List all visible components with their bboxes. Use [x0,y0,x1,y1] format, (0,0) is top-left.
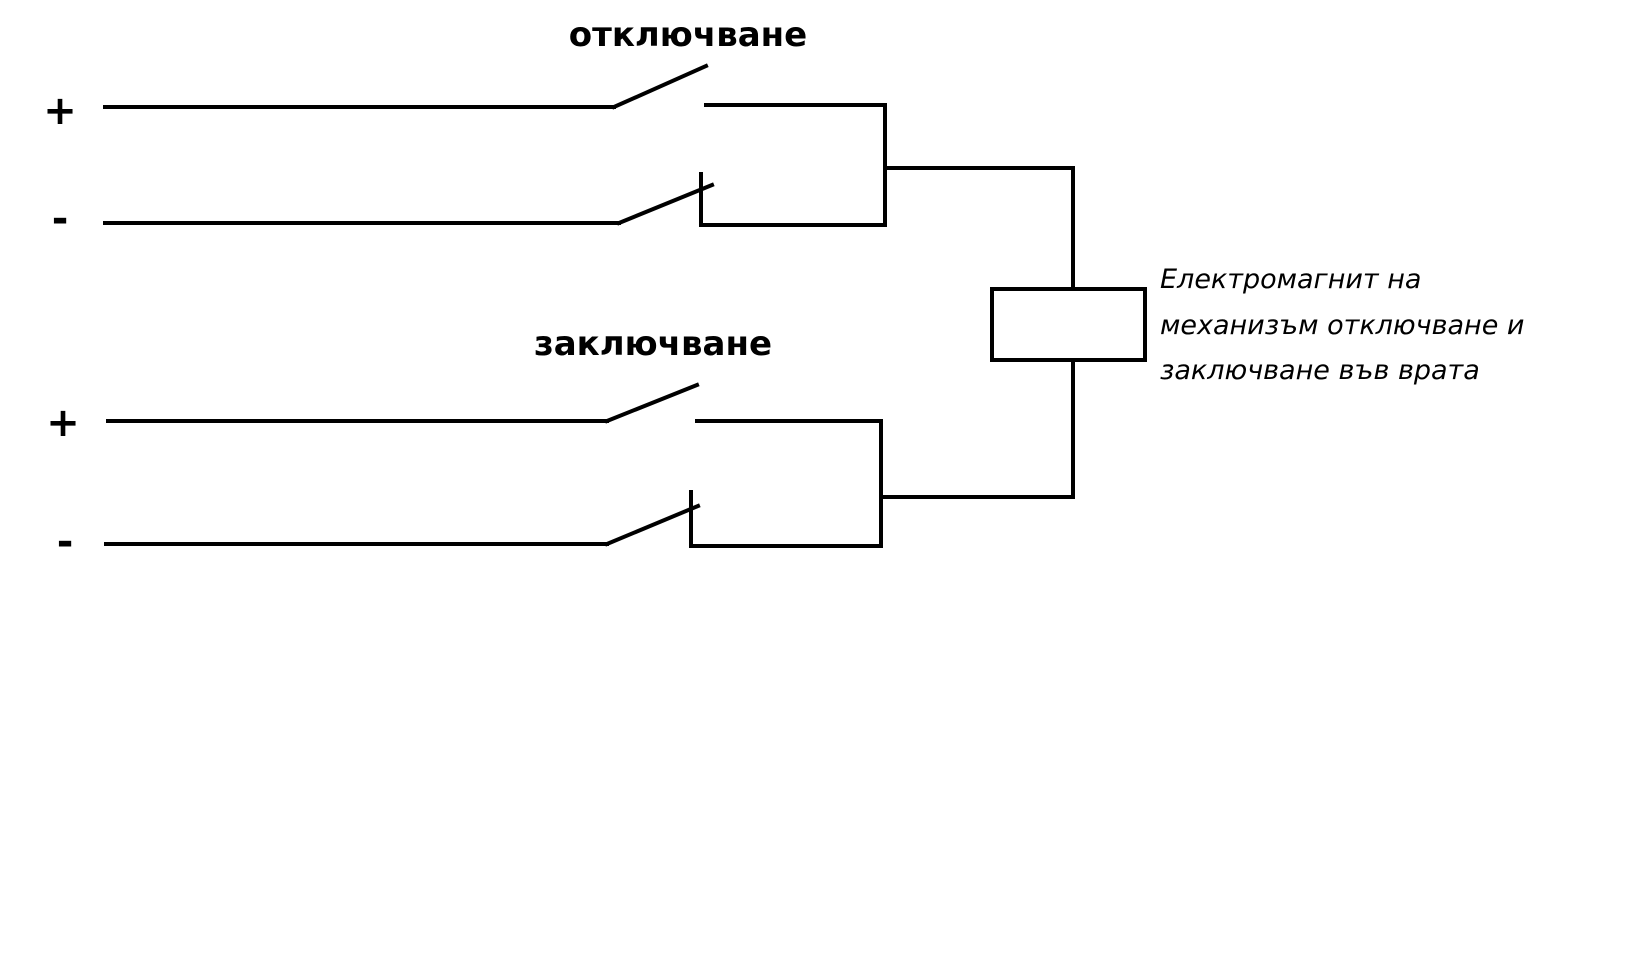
lock-plus-switch-blade [604,382,700,424]
unlock-circuit: отключване + - [43,15,1075,291]
unlock-plus-switch-blade [611,63,709,110]
unlock-to-solenoid-wire [883,166,1075,291]
lock-minus-return-wire [689,490,883,548]
solenoid-caption-line1: Електромагнит на [1160,264,1421,295]
unlock-plus-return-wire [704,103,887,227]
lock-circuit: заключване + - [46,324,1075,565]
solenoid-coil [990,287,1147,362]
unlock-minus-terminal: - [52,196,69,242]
lock-plus-terminal: + [46,400,80,446]
solenoid-caption-line2: механизъм отключване и [1160,310,1524,341]
unlock-minus-switch-blade [616,182,715,226]
lock-minus-switch-blade [604,503,701,547]
lock-plus-return-wire [695,419,883,548]
unlock-heading: отключване [569,15,807,55]
solenoid: Електромагнит на механизъм отключване и … [990,264,1524,386]
unlock-minus-return-wire [699,172,887,227]
lock-heading: заключване [534,324,772,364]
lock-minus-terminal: - [57,519,74,565]
unlock-plus-terminal: + [43,88,77,134]
lock-to-solenoid-wire [879,358,1075,499]
solenoid-caption-line3: заключване във врата [1160,355,1480,386]
